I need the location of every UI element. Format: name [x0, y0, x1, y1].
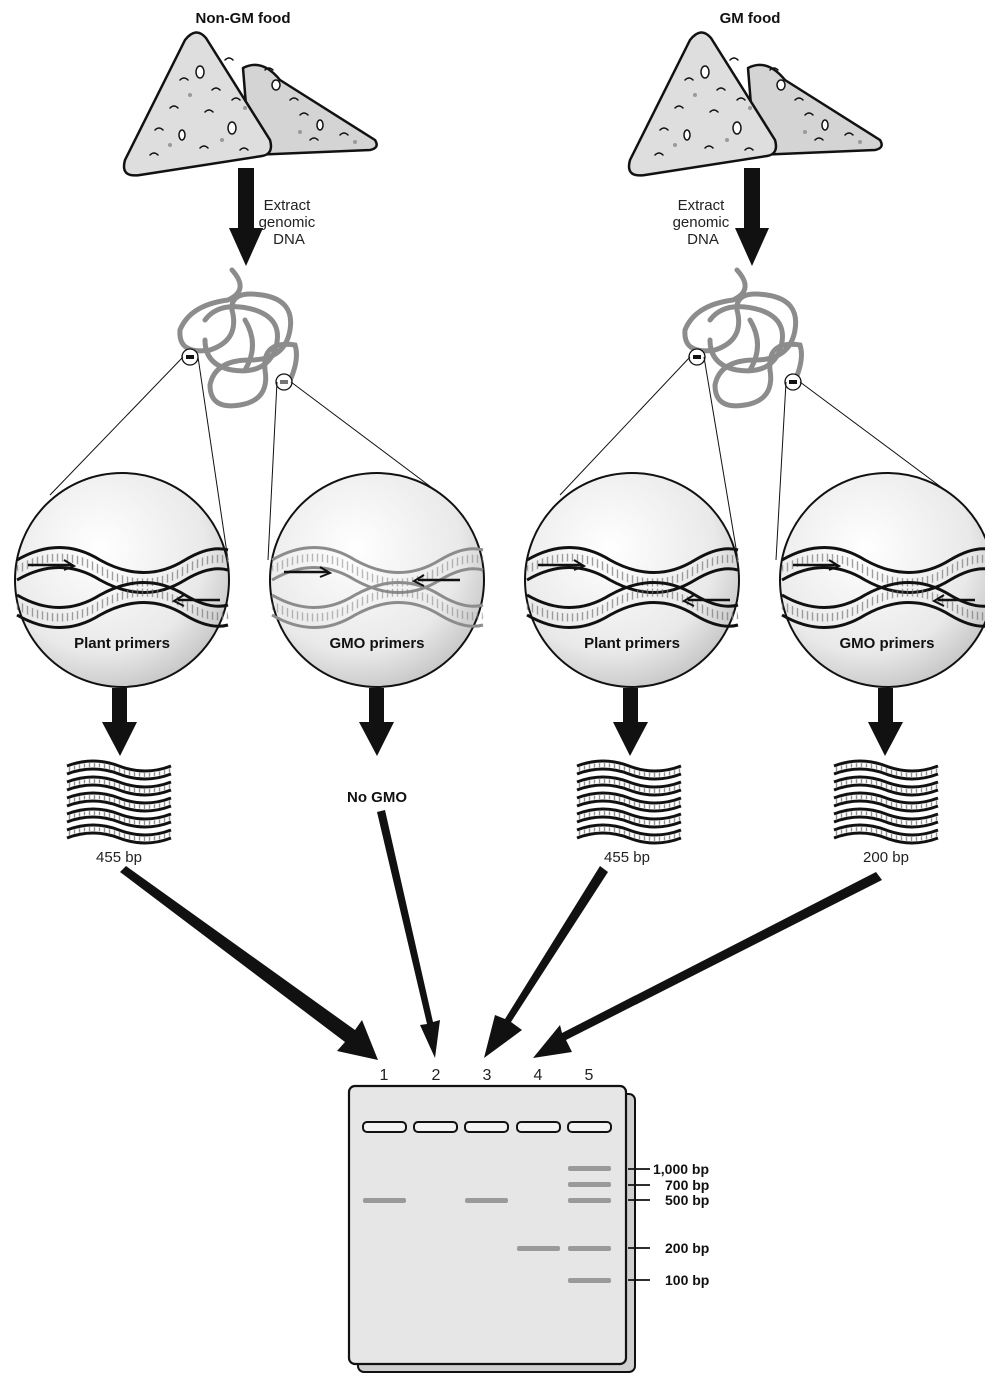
zoom-marker-left-plant — [181, 348, 199, 366]
well-3 — [464, 1121, 509, 1133]
gmo-primers-label-left: GMO primers — [329, 635, 424, 652]
amplified-dna-stack-1 — [66, 759, 172, 845]
gm-food-title: GM food — [720, 10, 781, 27]
marker-label-1000: 1,000 bp — [653, 1161, 709, 1177]
load-arrow-lane-4 — [533, 872, 882, 1058]
zoom-lines — [49, 356, 946, 561]
well-1 — [362, 1121, 407, 1133]
marker-label-500: 500 bp — [665, 1192, 709, 1208]
extract-label-left: Extract genomic DNA — [259, 197, 320, 248]
lane-number-4: 4 — [534, 1067, 543, 1084]
extract-label-right: Extract genomic DNA — [673, 197, 734, 248]
genomic-dna-tangle-left — [177, 267, 299, 409]
genomic-dna-tangle-right — [682, 267, 804, 409]
load-arrow-lane-2 — [377, 810, 440, 1058]
gmo-primers-sphere-left: GMO primers — [269, 472, 485, 688]
gmo-primers-sphere-right: GMO primers — [779, 472, 985, 688]
plant-primers-label-right: Plant primers — [584, 635, 680, 652]
agarose-gel — [347, 1084, 636, 1373]
product-label-1: 455 bp — [96, 849, 142, 866]
pcr-arrow-3 — [613, 688, 648, 756]
zoom-marker-left-gmo — [275, 373, 293, 391]
lane-numbers: 1 2 3 4 5 — [380, 1067, 594, 1084]
zoom-marker-right-plant — [688, 348, 706, 366]
gel-bands — [363, 1166, 611, 1283]
amplified-dna-stack-4 — [833, 759, 939, 845]
extract-arrow-right — [735, 168, 769, 266]
plant-primers-label-left: Plant primers — [74, 635, 170, 652]
product-label-3: 455 bp — [604, 849, 650, 866]
band-ladder-1000 — [568, 1166, 611, 1171]
plant-primers-sphere-left: Plant primers — [14, 472, 230, 688]
marker-ticks — [628, 1168, 650, 1281]
lane-number-2: 2 — [432, 1067, 441, 1084]
lane-number-3: 3 — [483, 1067, 492, 1084]
product-label-2: No GMO — [347, 789, 407, 806]
amplified-dna-stack-3 — [576, 759, 682, 845]
band-lane3-500 — [465, 1198, 508, 1203]
pcr-arrow-4 — [868, 688, 903, 756]
non-gm-food-title: Non-GM food — [196, 10, 291, 27]
band-ladder-500 — [568, 1198, 611, 1203]
non-gm-chips-icon — [122, 31, 378, 177]
product-label-4: 200 bp — [863, 849, 909, 866]
load-arrow-lane-3 — [484, 866, 608, 1058]
load-arrow-lane-1 — [120, 866, 378, 1060]
well-2 — [413, 1121, 458, 1133]
well-4 — [516, 1121, 561, 1133]
pcr-arrow-2 — [359, 688, 394, 756]
marker-label-700: 700 bp — [665, 1177, 709, 1193]
well-5 — [567, 1121, 612, 1133]
gel-wells — [362, 1121, 612, 1133]
band-lane1-500 — [363, 1198, 406, 1203]
band-ladder-700 — [568, 1182, 611, 1187]
band-ladder-100 — [568, 1278, 611, 1283]
zoom-marker-right-gmo — [784, 373, 802, 391]
plant-primers-sphere-right: Plant primers — [524, 472, 740, 688]
pcr-arrow-1 — [102, 688, 137, 756]
lane-number-1: 1 — [380, 1067, 389, 1084]
marker-label-200: 200 bp — [665, 1240, 709, 1256]
extract-arrow-left — [229, 168, 263, 266]
band-lane4-200 — [517, 1246, 560, 1251]
band-ladder-200 — [568, 1246, 611, 1251]
gm-chips-icon — [627, 31, 883, 177]
lane-number-5: 5 — [585, 1067, 594, 1084]
marker-label-100: 100 bp — [665, 1272, 709, 1288]
gmo-primers-label-right: GMO primers — [839, 635, 934, 652]
